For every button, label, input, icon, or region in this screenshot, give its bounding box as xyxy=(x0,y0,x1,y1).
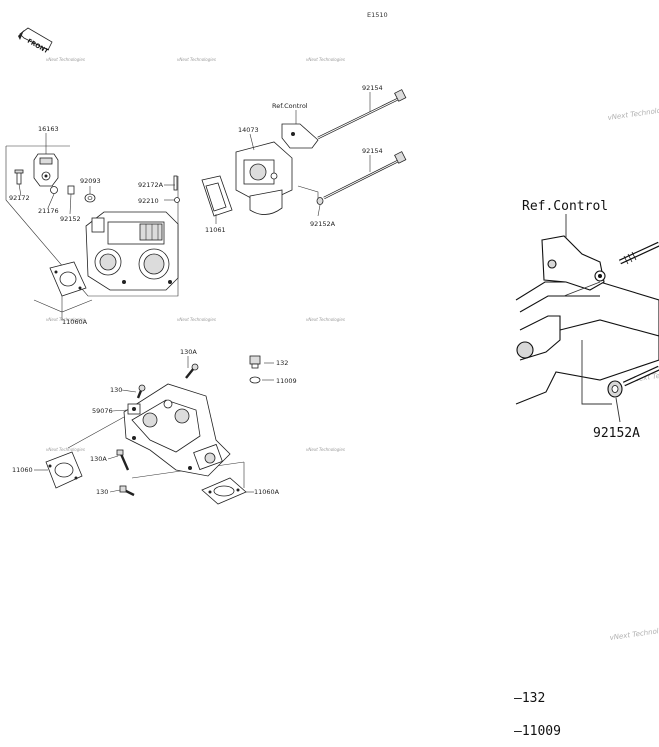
throttle-body xyxy=(85,211,179,291)
callout-92154-lower: 92154 xyxy=(362,147,383,155)
zoom-label-132: —132 xyxy=(514,691,545,706)
zoom-detail: Ref.Control 92152A —132 —11009 xyxy=(514,199,659,739)
bolt-92154-lower xyxy=(323,151,407,200)
callout-labels-lower: 130A 132 11009 130 59076 11060 130A 130 … xyxy=(12,348,297,496)
callout-11009: 11009 xyxy=(276,377,297,385)
callout-92154-upper: 92154 xyxy=(362,84,383,92)
ref-control-bracket xyxy=(281,123,319,149)
gasket-11060a-bottom xyxy=(201,477,247,505)
ring-92210 xyxy=(174,197,180,203)
leader-lines-upper xyxy=(18,92,371,224)
callout-21176: 21176 xyxy=(38,207,59,215)
diagram-code: E1510 xyxy=(367,11,388,19)
watermark: vNext Technologies xyxy=(46,57,85,62)
sensor-16163 xyxy=(33,153,59,187)
zoom-label-11009: —11009 xyxy=(514,724,561,739)
watermark: vNext Technologies xyxy=(306,317,345,322)
gasket-11061 xyxy=(201,175,233,217)
sensor-132 xyxy=(249,355,261,369)
zoom-thread-upper xyxy=(623,251,637,265)
screw-92172 xyxy=(14,169,24,185)
callout-ref-control: Ref.Control xyxy=(272,102,308,110)
callout-130-bottom: 130 xyxy=(96,488,108,496)
oring-11009 xyxy=(249,376,261,384)
callout-11060a-top: 11060A xyxy=(62,318,88,326)
watermark: vNext Technologies xyxy=(177,317,216,322)
callout-92093: 92093 xyxy=(80,177,101,185)
bolt-130-top xyxy=(136,384,146,399)
bolt-92154-upper xyxy=(317,89,407,140)
callout-92152: 92152 xyxy=(60,215,81,223)
throttle-body-assembly xyxy=(5,145,233,320)
front-arrow-icon: FRONT xyxy=(18,27,53,56)
callout-130a-mid: 130A xyxy=(90,455,107,463)
callout-130-top: 130 xyxy=(110,386,122,394)
callout-132: 132 xyxy=(276,359,288,367)
callout-11060a-bottom: 11060A xyxy=(254,488,280,496)
intake-duct-14073 xyxy=(235,141,293,215)
watermark: vNext Technologies xyxy=(609,625,659,642)
watermark: vNext Technologies xyxy=(306,447,345,452)
callout-92210: 92210 xyxy=(138,197,159,205)
watermark: vNext Technologies xyxy=(607,105,659,122)
intake-manifold-assembly xyxy=(34,355,274,505)
callout-16163: 16163 xyxy=(38,125,59,133)
callout-130a-top: 130A xyxy=(180,348,197,356)
manifold-body xyxy=(123,383,231,477)
callout-59076: 59076 xyxy=(92,407,113,415)
callout-labels-upper: 16163 92172 21176 92093 92152 92172A 922… xyxy=(9,84,383,326)
part-21176 xyxy=(50,186,58,194)
callout-92172: 92172 xyxy=(9,194,30,202)
callout-14073: 14073 xyxy=(238,126,259,134)
watermark: vNext Technologies xyxy=(46,447,85,452)
watermark: vNext Technologies xyxy=(306,57,345,62)
zoom-label-92152a: 92152A xyxy=(593,426,640,441)
screw-92172a xyxy=(173,175,178,191)
washer-92093 xyxy=(84,193,96,203)
callout-11061: 11061 xyxy=(205,226,226,234)
bolt-130a-mid xyxy=(116,449,130,471)
watermark: vNext Technologies xyxy=(46,317,85,322)
callout-92172a: 92172A xyxy=(138,181,164,189)
callout-11060: 11060 xyxy=(12,466,33,474)
gasket-11060 xyxy=(45,451,83,489)
zoom-label-ref-control: Ref.Control xyxy=(522,199,608,214)
watermark: vNext Technologies xyxy=(177,57,216,62)
gasket-11060a-top xyxy=(49,261,87,297)
bolt-130-bottom xyxy=(119,485,135,497)
collar-92152a xyxy=(316,197,324,205)
sensor-59076 xyxy=(127,403,141,415)
callout-92152a: 92152A xyxy=(310,220,336,228)
collar-92152 xyxy=(67,185,75,195)
bolt-130a-top xyxy=(185,363,199,379)
